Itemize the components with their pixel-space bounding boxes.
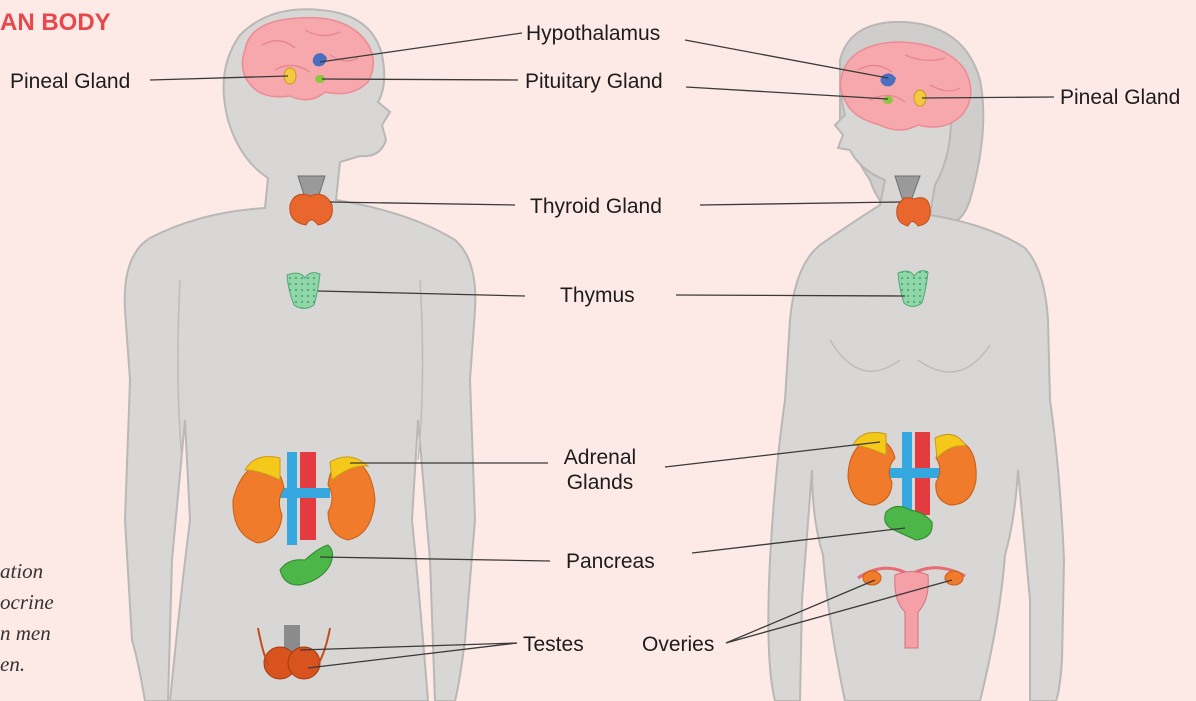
caption-line: ation [0, 559, 43, 583]
male-thyroid-gland-icon [290, 194, 333, 225]
label-pineal-gland-left: Pineal Gland [10, 70, 130, 93]
male-figure [125, 9, 476, 701]
label-adrenal-glands-line1: Adrenal [564, 446, 636, 469]
female-right-ovary-icon [945, 571, 963, 585]
label-pituitary-gland: Pituitary Gland [525, 70, 663, 93]
female-thyroid-gland-icon [897, 198, 931, 226]
male-vena-cava-icon [287, 452, 297, 545]
label-overies: Overies [642, 633, 714, 656]
male-right-testis-icon [288, 647, 320, 679]
label-adrenal-glands-line2: Glands [567, 471, 634, 494]
female-left-ovary-icon [863, 571, 881, 585]
caption-line: ocrine [0, 590, 54, 614]
female-figure [768, 22, 1064, 701]
label-hypothalamus: Hypothalamus [526, 22, 660, 45]
page-title: AN BODY [0, 9, 111, 36]
label-pancreas: Pancreas [566, 550, 655, 573]
label-testes: Testes [523, 633, 584, 656]
label-pineal-gland-right: Pineal Gland [1060, 86, 1180, 109]
label-thymus: Thymus [560, 284, 635, 307]
caption-line: n men [0, 621, 51, 645]
female-pituitary-gland-icon [883, 96, 893, 104]
male-brain [242, 18, 373, 100]
label-thyroid-gland: Thyroid Gland [530, 195, 662, 218]
caption-line: en. [0, 652, 25, 676]
